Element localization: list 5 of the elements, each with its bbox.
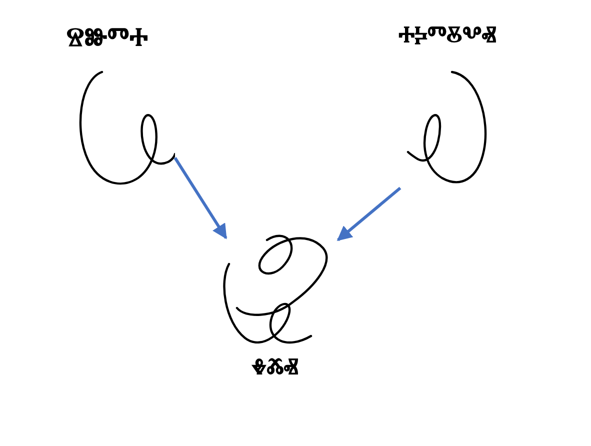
arrow bbox=[336, 186, 402, 242]
word-label: ⰷⰶⱏ bbox=[250, 352, 300, 387]
word-label: ⰰⰽⱅⰻⰲⱏ bbox=[398, 20, 498, 55]
arrow bbox=[174, 156, 228, 240]
word-label: ⱄⱆⱅⰰ bbox=[66, 20, 150, 60]
